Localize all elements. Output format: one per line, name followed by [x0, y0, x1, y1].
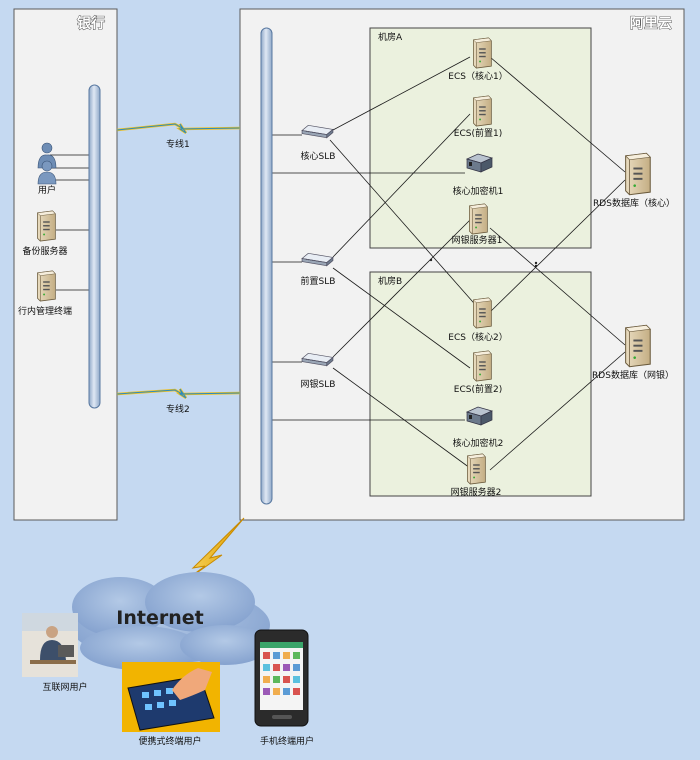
rds-netbank-label: RDS数据库（网银） — [592, 369, 674, 381]
encryptor1-label: 核心加密机1 — [453, 185, 504, 197]
netbank-server2-label: 网银服务器2 — [451, 486, 502, 498]
front-slb-label: 前置SLB — [301, 275, 336, 287]
junction-dots — [429, 258, 538, 268]
ecs-core2-icon — [472, 297, 492, 329]
internet-label: Internet — [116, 607, 203, 629]
tablet-user-label: 便携式终端用户 — [138, 735, 201, 747]
tablet-user-photo — [122, 662, 220, 732]
ecs-front2-label: ECS(前置2) — [454, 383, 502, 395]
ecs-core1-label: ECS（核心1） — [448, 70, 507, 82]
bank-bus — [88, 84, 101, 409]
room-b-label: 机房B — [378, 275, 402, 287]
rds-netbank-icon — [624, 324, 651, 368]
leased-line-2 — [116, 388, 241, 400]
leased-line-1 — [116, 122, 241, 135]
leased-line-1-label: 专线1 — [166, 138, 190, 150]
netbank-server1-icon — [468, 203, 488, 235]
internet-user-label: 互联网用户 — [42, 681, 87, 693]
rds-core-icon — [624, 152, 651, 196]
internet-cloud — [70, 572, 270, 670]
backup-server-label: 备份服务器 — [22, 245, 67, 257]
mgmt-terminal-label: 行内管理终端 — [18, 305, 72, 317]
bank-title: 银行 — [77, 15, 105, 32]
user-label: 用户 — [38, 184, 56, 196]
leased-line-2-label: 专线2 — [166, 403, 190, 415]
cloud-bus — [260, 27, 273, 505]
ecs-front1-label: ECS(前置1) — [454, 127, 502, 139]
mobile-user-label: 手机终端用户 — [260, 735, 314, 747]
mobile-phone-icon — [254, 629, 309, 727]
netbank-slb-label: 网银SLB — [301, 378, 336, 390]
rds-core-label: RDS数据库（核心） — [593, 197, 675, 209]
internet-user-photo — [22, 613, 78, 677]
ecs-front2-icon — [472, 350, 492, 382]
mgmt-terminal-icon — [36, 270, 56, 302]
netbank-server1-label: 网银服务器1 — [452, 234, 503, 246]
user-icon — [37, 142, 57, 185]
ecs-front1-icon — [472, 95, 492, 127]
cloud-title: 阿里云 — [630, 16, 672, 32]
bank-panel — [13, 8, 118, 521]
room-a-label: 机房A — [378, 31, 403, 43]
connection-lines — [50, 56, 626, 471]
backup-server-icon — [36, 210, 56, 242]
encryptor2-label: 核心加密机2 — [453, 437, 504, 449]
netbank-server2-icon — [466, 453, 486, 485]
core-slb-label: 核心SLB — [301, 150, 336, 162]
ecs-core1-icon — [472, 37, 492, 69]
ecs-core2-label: ECS（核心2） — [448, 331, 507, 343]
